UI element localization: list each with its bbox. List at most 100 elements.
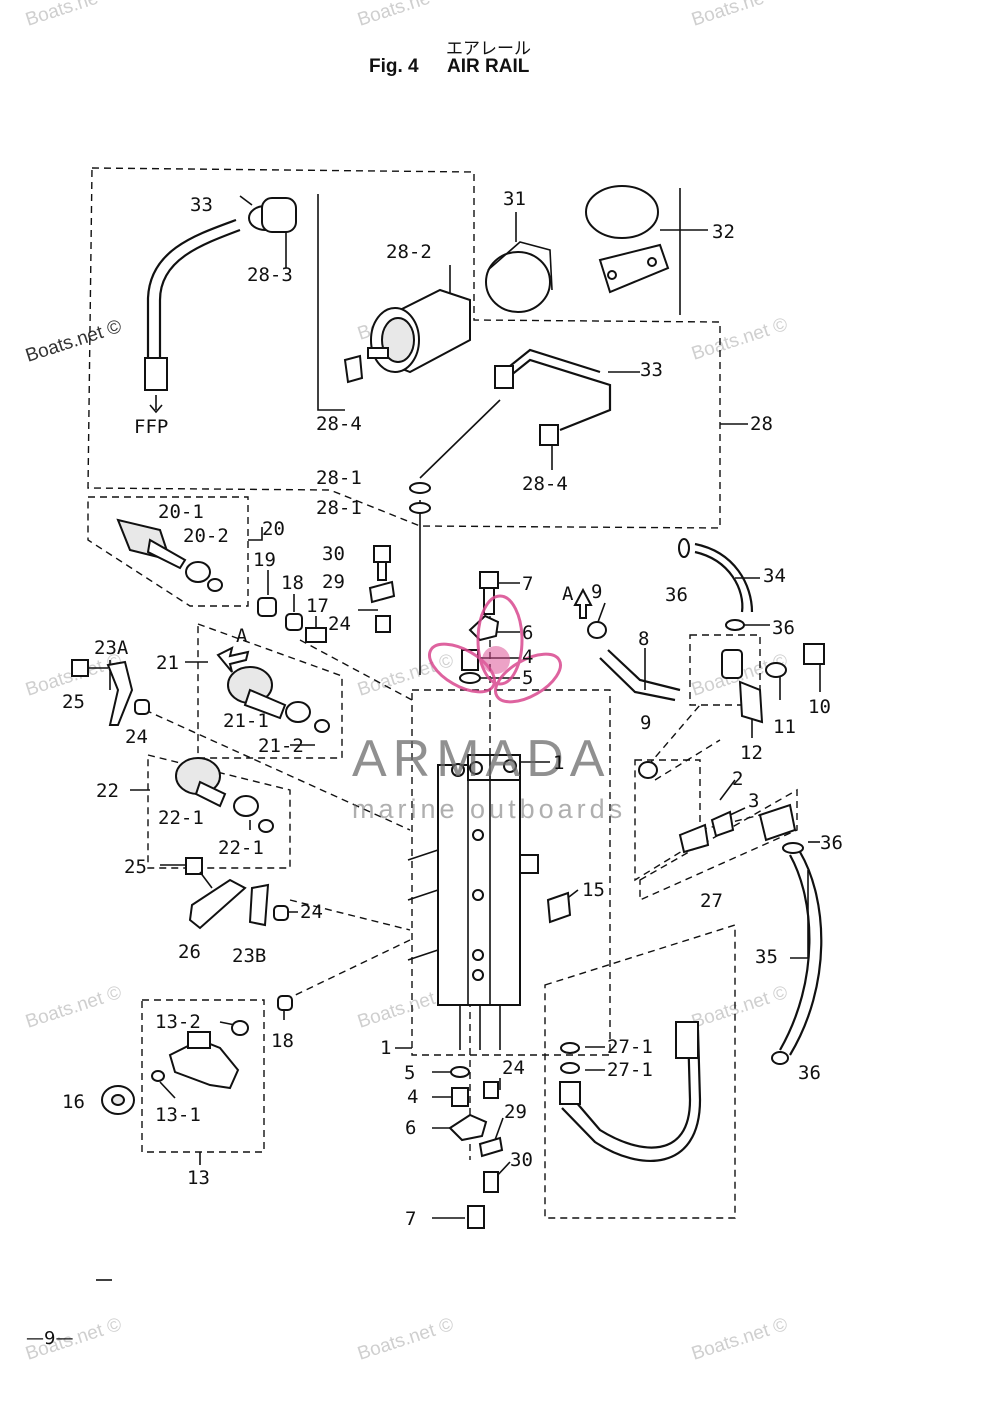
callout-label: 27-1 — [607, 1059, 653, 1081]
hose-fitting — [144, 357, 168, 391]
callout-label: 22-1 — [158, 807, 204, 829]
bolt — [467, 1205, 485, 1229]
watermark-partial: Boats.ne — [689, 0, 767, 31]
callout-label: 12 — [740, 742, 763, 764]
nut — [273, 905, 289, 921]
grommet — [451, 1087, 469, 1107]
bolt-head — [185, 857, 203, 875]
arrow-label-a: A — [236, 625, 248, 647]
plate — [448, 1113, 488, 1142]
clamp-bracket — [738, 680, 764, 724]
callout-label: 2 — [732, 768, 743, 790]
callout-label: 36 — [772, 617, 795, 639]
o-ring — [285, 701, 311, 723]
callout-label: 13-2 — [155, 1011, 201, 1033]
callout-label: 36 — [820, 832, 843, 854]
callout-label: 7 — [405, 1208, 416, 1230]
watermark-dark: Boats.net © — [23, 316, 124, 367]
callout-label: 10 — [808, 696, 831, 718]
watermark-partial: Boats.ne — [355, 0, 433, 31]
boundary-fuel-filter-group — [87, 167, 721, 529]
callout-label: 30 — [322, 543, 345, 565]
collar — [285, 613, 303, 631]
callout-label: 20-2 — [183, 525, 229, 547]
callout-label: 7 — [522, 573, 533, 595]
callout-label: 22-1 — [218, 837, 264, 859]
propeller-icon — [428, 594, 562, 704]
callout-label: 28-4 — [522, 473, 568, 495]
watermark: Boats.net © — [355, 1314, 456, 1365]
callout-label: 19 — [253, 549, 276, 571]
callout-label: 4 — [407, 1086, 418, 1108]
fitting — [305, 627, 327, 643]
callout-label: 16 — [62, 1091, 85, 1113]
o-ring — [314, 719, 330, 733]
callout-label: 28-3 — [247, 264, 293, 286]
cap — [587, 621, 607, 639]
o-ring — [233, 795, 259, 817]
boundary-group-13 — [141, 999, 265, 1153]
arrow-label-a: A — [562, 583, 574, 605]
o-ring — [560, 1042, 580, 1054]
boundary-fittings-3 — [639, 788, 798, 902]
callout-label: 24 — [502, 1057, 525, 1079]
callout-label: 26 — [178, 941, 201, 963]
callout-labels: 33 28-3 28-2 31 32 33 28 28-4 28-4 28-1 … — [62, 188, 843, 1230]
collar — [483, 1081, 499, 1099]
o-ring — [151, 1070, 165, 1082]
callout-label: 11 — [773, 716, 796, 738]
washer — [368, 580, 396, 604]
callout-label: 30 — [510, 1149, 533, 1171]
callout-label: 32 — [712, 221, 735, 243]
o-ring — [560, 1062, 580, 1074]
boundary-group-27 — [544, 924, 736, 1219]
nut — [134, 699, 150, 715]
vacuum-hose — [694, 550, 744, 613]
plate — [468, 614, 500, 642]
collar — [277, 995, 293, 1011]
parts — [71, 185, 825, 1229]
callout-label: 23A — [94, 637, 129, 659]
boundary-fittings — [689, 634, 761, 706]
fitting — [758, 803, 797, 842]
cap — [638, 761, 658, 779]
fitting — [710, 810, 735, 838]
callout-label: 9 — [640, 712, 651, 734]
fitting — [678, 823, 710, 854]
callout-label: 25 — [124, 856, 147, 878]
fuel-hose-28 — [504, 358, 612, 432]
arrow-a-marker — [573, 587, 593, 619]
callout-label: 36 — [798, 1062, 821, 1084]
callout-label: 35 — [755, 946, 778, 968]
plate — [546, 891, 572, 924]
leader-lines — [104, 188, 821, 1219]
pulsation-damper — [175, 757, 227, 808]
callout-label: 13 — [187, 1167, 210, 1189]
watermark: Boats.net © — [23, 982, 124, 1033]
callout-label: 5 — [522, 667, 533, 689]
callout-label: 4 — [522, 646, 533, 668]
title-japanese: エアレール — [446, 39, 531, 59]
watermark: Boats.net © — [689, 1314, 790, 1365]
hose-clamp — [725, 619, 745, 631]
bolt-head — [71, 659, 89, 677]
callout-label: 29 — [322, 571, 345, 593]
bolt-head — [479, 571, 499, 589]
callout-label: 21 — [156, 652, 179, 674]
page-number: —9— — [26, 1328, 74, 1349]
ground-lead — [188, 878, 247, 930]
o-ring — [231, 1020, 249, 1036]
ffp-label: FFP — [134, 416, 168, 438]
bolt — [483, 1171, 499, 1193]
fuel-filter — [367, 288, 471, 374]
callout-label: 9 — [591, 581, 602, 603]
hose — [607, 649, 681, 692]
callout-label: 20 — [262, 518, 285, 540]
bolt — [803, 643, 825, 665]
callout-label: 27-1 — [607, 1036, 653, 1058]
callout-label: 33 — [190, 194, 213, 216]
callout-label: 21-1 — [223, 710, 269, 732]
callout-label: 17 — [306, 595, 329, 617]
callout-label: 25 — [62, 691, 85, 713]
